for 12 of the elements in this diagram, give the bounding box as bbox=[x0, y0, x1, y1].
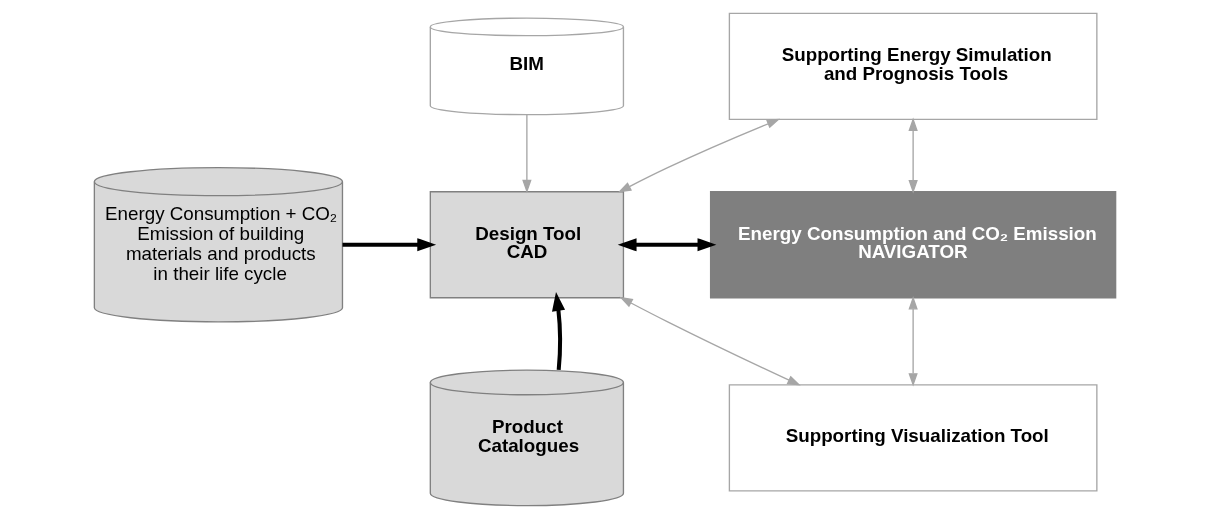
arrow bbox=[618, 296, 801, 386]
node-box: Design Tool CAD bbox=[429, 191, 624, 299]
arrow bbox=[907, 117, 918, 194]
arrow bbox=[521, 114, 532, 194]
node-box: Supporting Energy Simulation and Prognosis Tools bbox=[728, 12, 1098, 120]
arrow bbox=[907, 296, 918, 387]
arrow bbox=[617, 238, 716, 252]
node-box: Supporting Visualization Tool bbox=[728, 384, 1098, 492]
arrow bbox=[551, 292, 565, 371]
arrow bbox=[342, 238, 436, 252]
node-box: Energy Consumption and CO₂ Emission NAVIGATOR bbox=[709, 191, 1116, 299]
arrow bbox=[617, 118, 780, 193]
